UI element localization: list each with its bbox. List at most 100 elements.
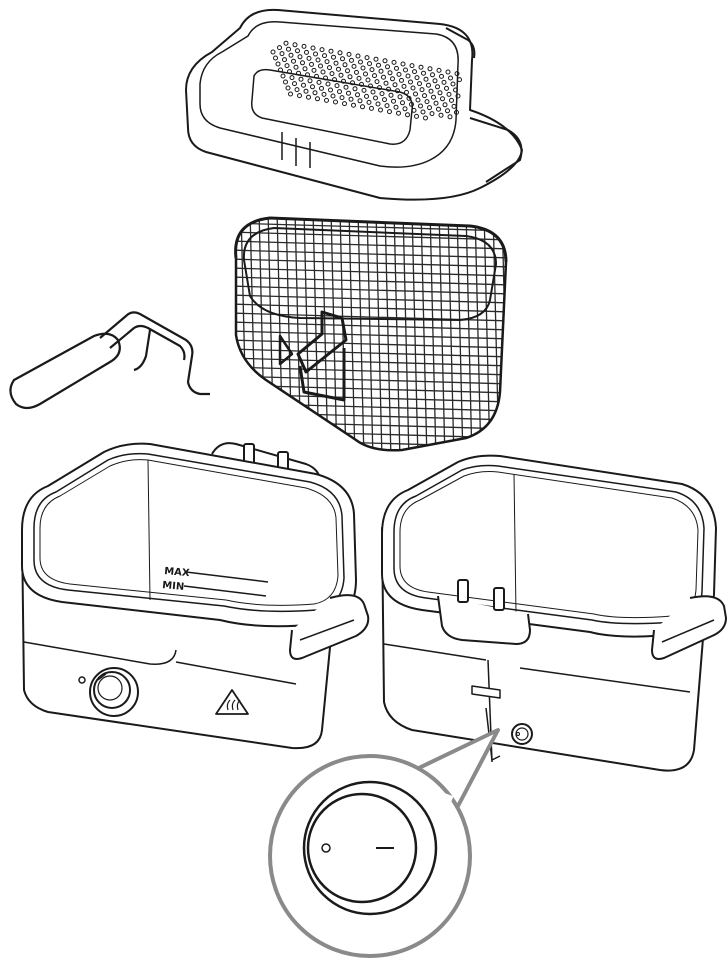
basket-wire-horizontal <box>235 411 506 421</box>
lid-vent-hole <box>442 102 448 108</box>
basket-wire-horizontal <box>235 384 506 394</box>
lid-vent-hole <box>405 73 411 79</box>
basket-handle-bracket <box>296 310 348 402</box>
lid-vent-hole <box>325 81 331 87</box>
fryer-right-base-line-2 <box>519 667 691 693</box>
lid-vent-hole <box>457 77 462 83</box>
lid-vent-hole <box>454 109 459 115</box>
lid-vent-hole <box>356 75 362 81</box>
lid-vent-hole <box>341 78 346 84</box>
lid-vent-hole <box>422 93 427 99</box>
fryer-left-side-handle-inner <box>299 619 355 641</box>
lid-vent-hole <box>288 52 294 58</box>
lid-vent-hole <box>419 87 425 93</box>
basket-wire-vertical <box>321 218 329 451</box>
lid-vent-hole <box>321 91 327 97</box>
lid-vent-hole <box>349 57 354 63</box>
lid-vent-hole <box>393 104 399 110</box>
lid-vent-hole <box>423 115 428 121</box>
lid-vent-hole <box>360 104 365 110</box>
lid-vent-hole <box>301 43 307 49</box>
lid-vent-hole <box>320 69 326 75</box>
lid-vent-hole <box>331 54 336 60</box>
handle-wire-2 <box>109 324 186 361</box>
handle-hook <box>133 329 152 372</box>
lid-vent-hole <box>315 57 321 63</box>
lid-vent-hole <box>397 94 403 100</box>
lid-vent-hole <box>367 61 372 67</box>
lid-vent-hole <box>330 93 336 99</box>
lid-vent-hole <box>454 71 460 77</box>
lid-vent-hole <box>413 91 418 97</box>
lid-vent-hole <box>340 56 345 62</box>
lid-vent-hole <box>354 69 359 75</box>
lid-vent-hole <box>420 109 426 115</box>
lid-vent-hole <box>387 70 393 76</box>
lid-vent-hole <box>387 109 392 115</box>
basket-wire-horizontal <box>235 303 506 313</box>
lid-vent-hole <box>404 89 409 95</box>
lid-vent-hole <box>445 108 450 114</box>
fryer-right-side-handle <box>651 595 727 660</box>
lid-vent-hole <box>431 94 436 100</box>
lid-vent-hole <box>376 62 381 68</box>
lid-vent-hole <box>346 90 351 96</box>
lid-vent-hole <box>319 85 324 91</box>
lid-vent-hole <box>282 57 287 63</box>
fryer-right-side-handle-inner <box>661 619 715 643</box>
lid-vent-hole <box>288 91 293 97</box>
fryer-right-cord-notch <box>485 707 501 761</box>
lid-vent-hole <box>364 55 370 61</box>
basket-wire-horizontal <box>235 267 506 277</box>
lid-vent-hole <box>427 105 432 111</box>
lid-vent-hole <box>437 90 443 96</box>
basket-wire-vertical <box>402 218 410 451</box>
lid-vent-hole <box>291 58 296 64</box>
lid-vent-hole <box>306 55 312 61</box>
lid-vent-hole <box>333 99 338 105</box>
basket-wire-horizontal <box>235 330 506 340</box>
basket-wire-horizontal <box>235 240 506 250</box>
basket-bracket-left <box>278 334 294 366</box>
lid-vent-hole <box>328 48 334 54</box>
lid-vent-hole <box>414 113 419 119</box>
lid-vent-hole <box>327 65 332 71</box>
fryer-right-inner-corner <box>513 473 517 615</box>
fryer-left-base-line-2 <box>175 661 297 685</box>
basket-wire-horizontal <box>235 276 506 286</box>
fryer-right-hanger-bracket <box>437 595 531 645</box>
lid-vent-hole <box>368 83 373 89</box>
lid-vent-hole <box>382 58 388 64</box>
lid-vent-hole <box>385 64 390 70</box>
lid-vent-hole <box>318 63 323 69</box>
lid-vent-hole <box>378 68 384 74</box>
lid-vent-hole <box>297 54 303 60</box>
lid-vent-hole <box>399 77 404 83</box>
lid-vent-hole <box>309 61 314 67</box>
lid-vent-hole <box>355 53 361 59</box>
lid-vent-hole <box>334 83 340 89</box>
lid-vent-hole <box>451 103 457 109</box>
lid-vent-hole <box>342 101 347 107</box>
fryer-left-max-line <box>185 571 269 583</box>
basket-wire-horizontal <box>235 258 506 268</box>
lid-vent-hole <box>409 63 415 69</box>
lid-vent-hole <box>351 102 356 108</box>
basket-wire-horizontal <box>235 366 506 376</box>
basket-wire-horizontal <box>235 222 506 232</box>
lid-vent-hole <box>337 89 342 95</box>
basket-wire-horizontal <box>235 339 506 349</box>
fryer-right-clip-1 <box>457 579 469 603</box>
lid-vent-hole <box>412 69 417 75</box>
lid-vent-hole <box>411 107 417 113</box>
basket-wire-vertical <box>339 218 347 451</box>
lid-vent-hole <box>305 72 310 78</box>
lid-vent-hole <box>375 101 381 107</box>
handle-wire-1 <box>99 311 210 396</box>
basket-handle <box>9 311 210 410</box>
lid-vent-hole <box>373 95 378 101</box>
lid-vent-hole <box>406 95 412 101</box>
lid-vent-hole <box>350 80 355 86</box>
lid-vent-hole <box>348 96 354 102</box>
lid-vent-hole <box>270 49 276 55</box>
